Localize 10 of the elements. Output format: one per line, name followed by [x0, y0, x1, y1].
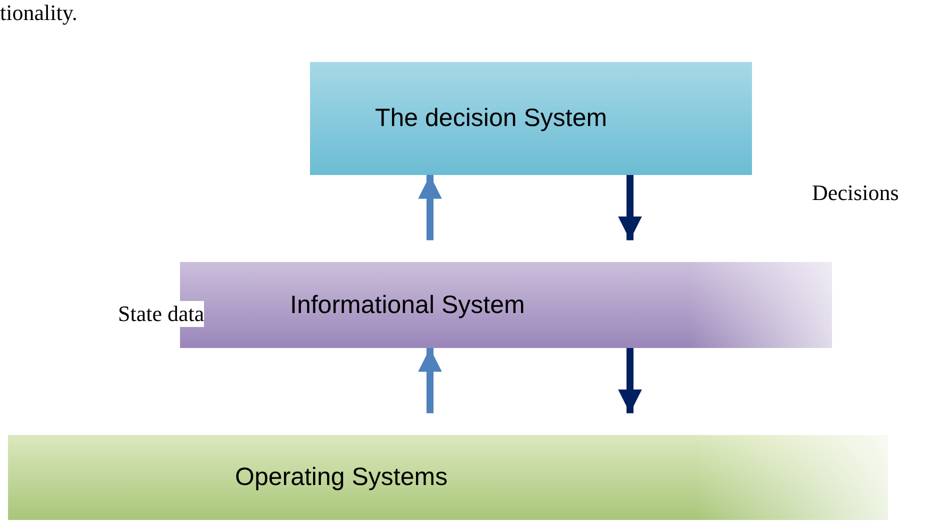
input-label: State data	[118, 301, 204, 327]
system-band	[8, 435, 888, 520]
arrow	[418, 175, 442, 240]
system-title: The decision System	[375, 104, 608, 133]
system-title: Operating Systems	[235, 463, 448, 492]
arrow	[618, 175, 642, 240]
system-title: Informational System	[290, 290, 525, 320]
arrow	[418, 348, 442, 414]
arrow	[618, 348, 642, 414]
system-band	[310, 62, 752, 175]
